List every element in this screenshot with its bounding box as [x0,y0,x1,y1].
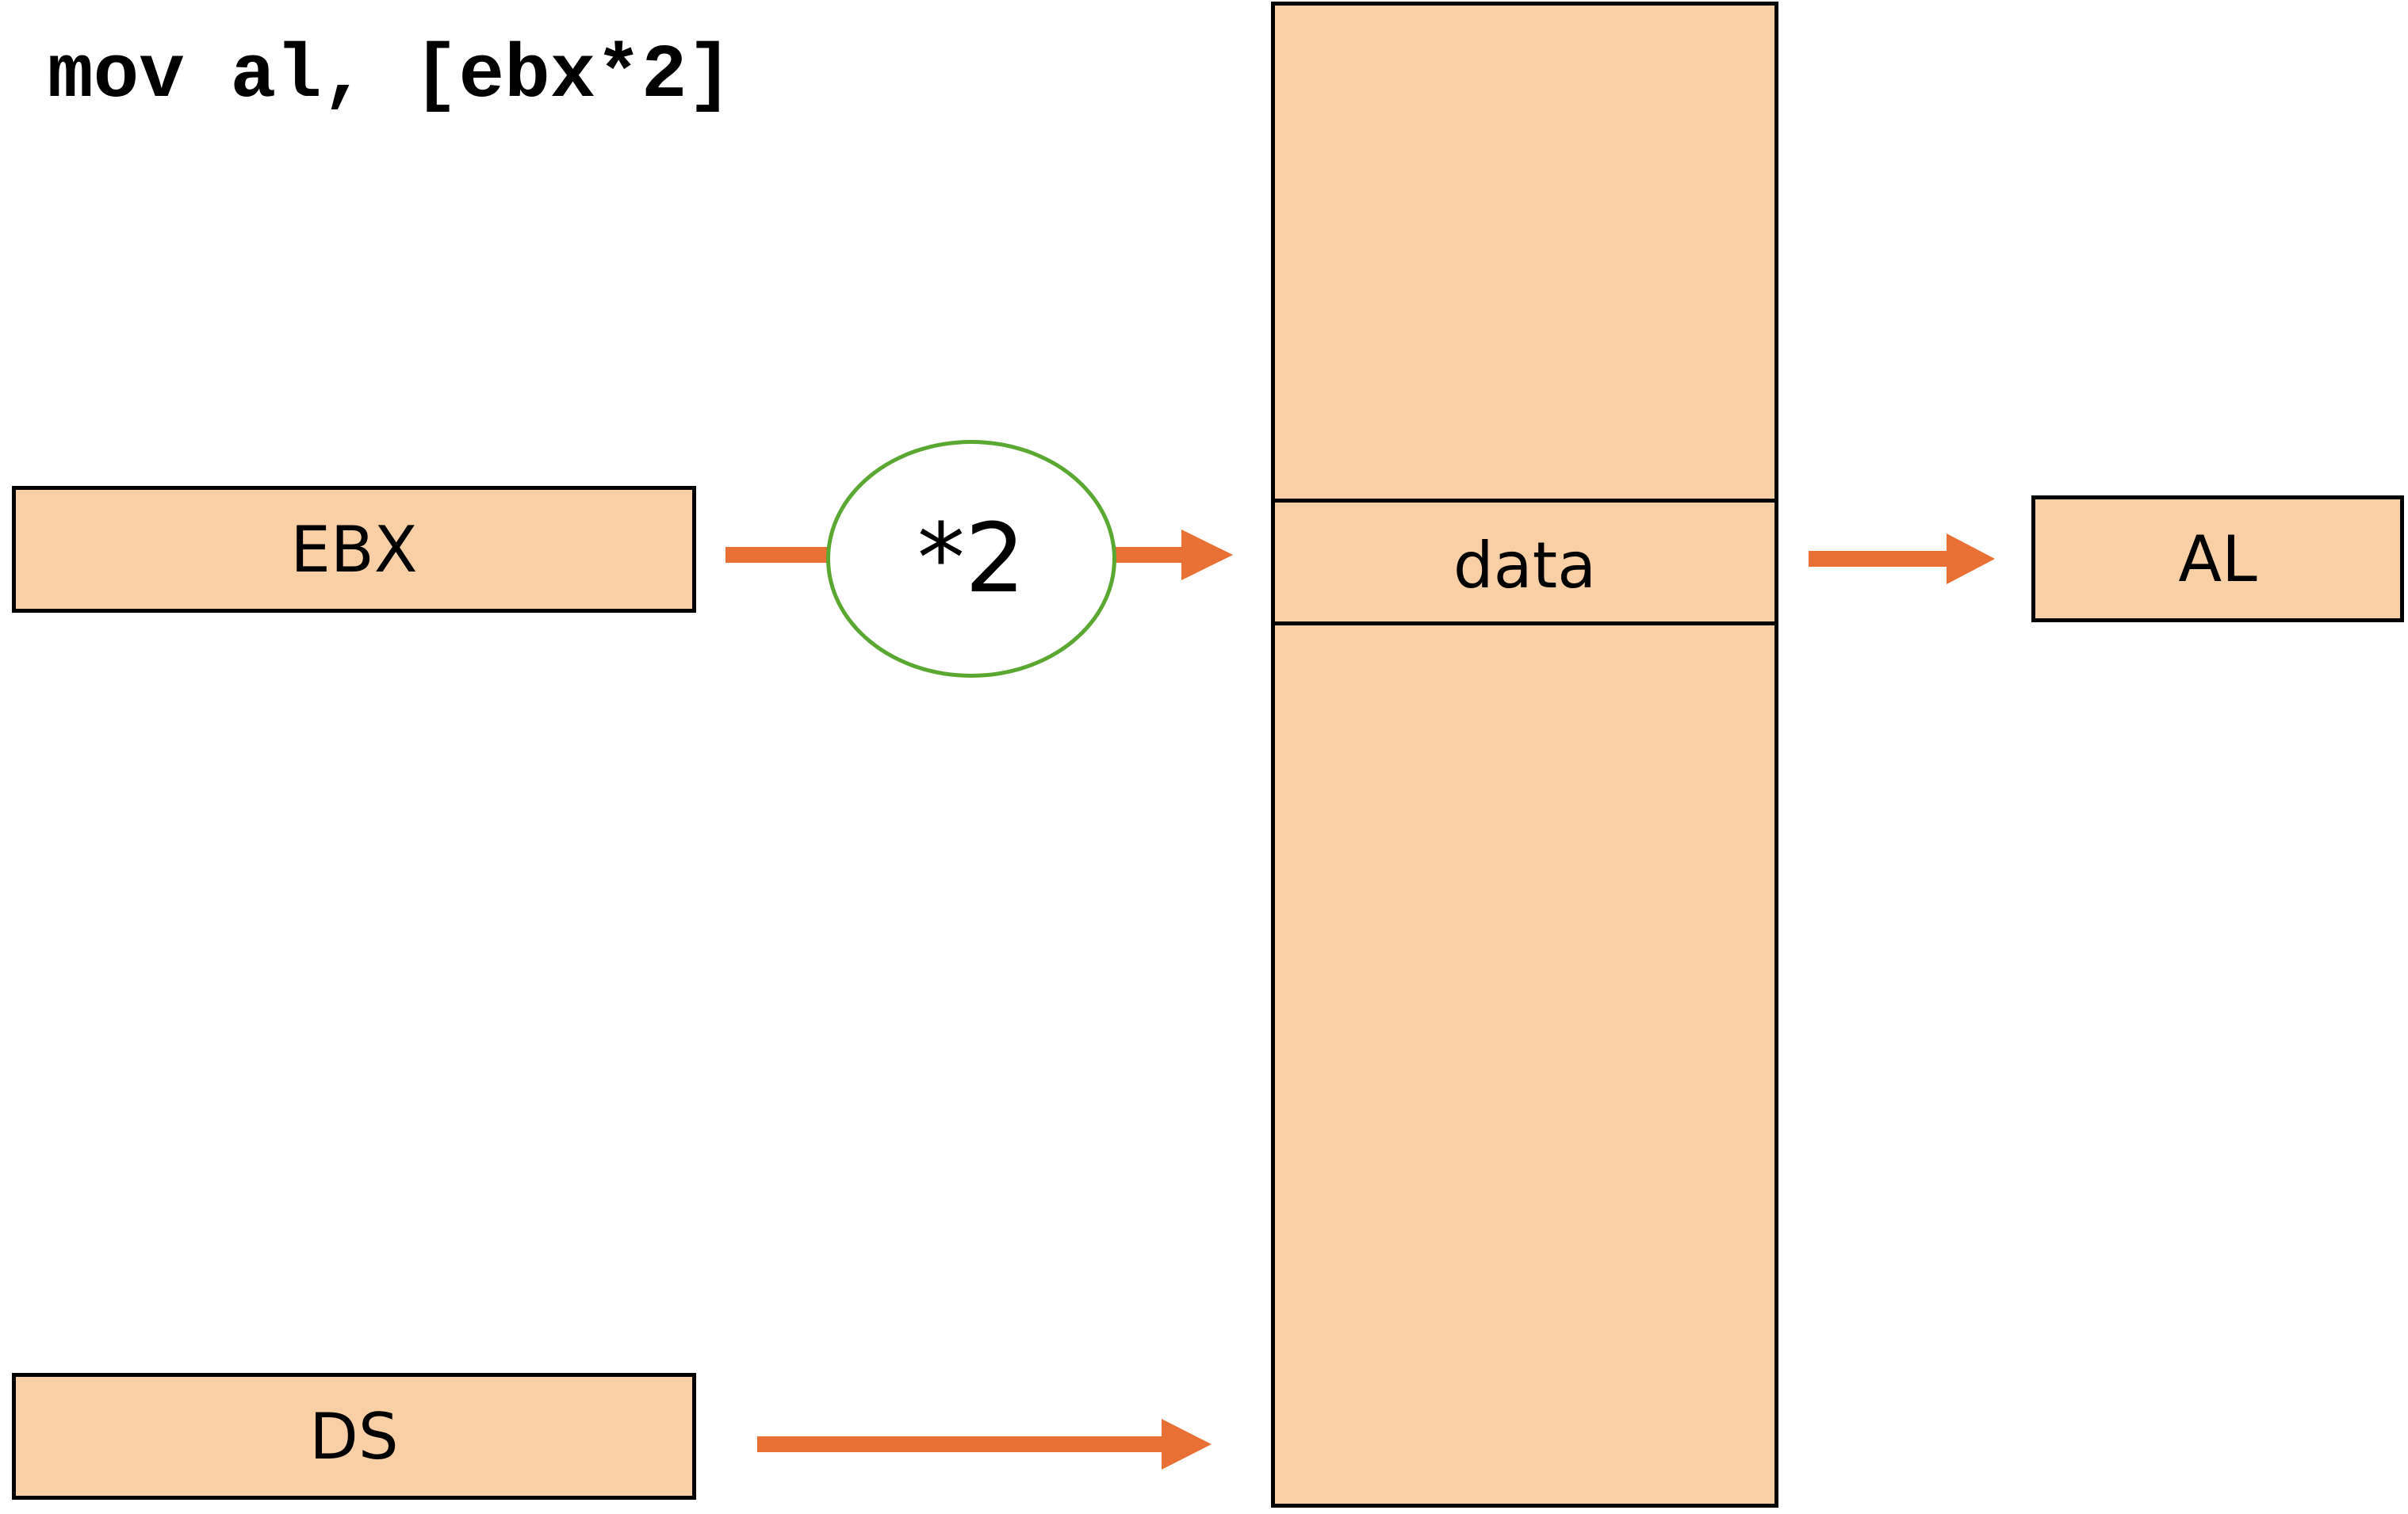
instruction-text: mov al, [ebx*2] [48,32,733,119]
ebx-register-label: EBX [290,512,418,587]
ds-register-label: DS [309,1399,399,1474]
scale-to-memory-arrow [1114,530,1233,580]
ebx-register-box: EBX [12,486,696,613]
memory-data-cell: data [1275,499,1774,625]
al-register-box: AL [2031,495,2404,622]
memory-to-al-arrow [1809,533,1995,584]
memory-block: data [1271,2,1778,1508]
memory-data-label: data [1453,528,1597,602]
al-register-label: AL [2178,522,2257,596]
ds-to-memory-arrow [757,1419,1212,1470]
scale-operation-circle: *2 [826,440,1116,678]
ds-register-box: DS [12,1373,696,1500]
scale-operation-label: *2 [917,503,1026,614]
